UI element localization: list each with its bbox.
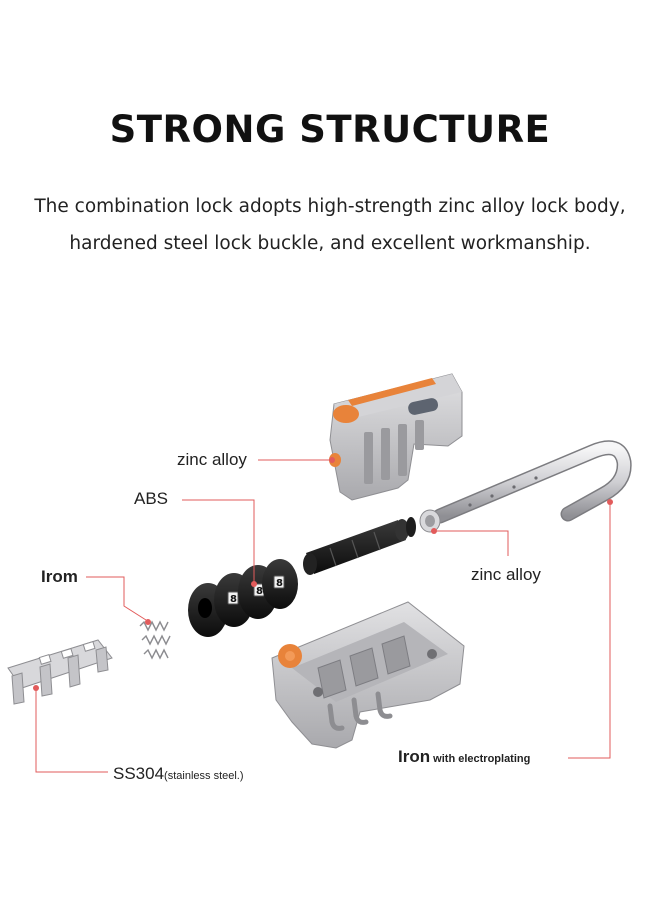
leader-shackle bbox=[568, 502, 611, 759]
label-shackle-collar: zinc alloy bbox=[471, 565, 541, 584]
steel-plate bbox=[7, 639, 113, 705]
label-spring: Irom bbox=[41, 567, 78, 586]
springs bbox=[139, 620, 171, 660]
description-line-2: hardened steel lock buckle, and excellen… bbox=[69, 233, 591, 254]
leader-plate bbox=[35, 688, 108, 773]
inner-sleeve bbox=[303, 517, 416, 575]
shackle bbox=[419, 440, 632, 533]
top-lock-body bbox=[329, 373, 463, 501]
label-shackle: Iron with electroplating bbox=[398, 747, 530, 767]
label-shackle-main: Iron bbox=[398, 747, 431, 766]
label-top-body: zinc alloy bbox=[177, 450, 247, 469]
page-title: STRONG STRUCTURE bbox=[109, 108, 551, 151]
description-line-1: The combination lock adopts high-strengt… bbox=[34, 196, 626, 217]
label-steel-plate-sub: (stainless steel.) bbox=[164, 770, 244, 782]
slider-button bbox=[408, 398, 439, 415]
label-shackle-sub: with electroplating bbox=[430, 753, 531, 765]
label-steel-plate: SS304(stainless steel.) bbox=[113, 764, 244, 784]
dial-digit: 8 bbox=[256, 586, 263, 597]
combination-dials: 8 8 8 8 bbox=[188, 559, 298, 637]
leader-collar bbox=[434, 530, 509, 556]
leader-lines bbox=[33, 457, 613, 773]
dial-digit: 8 bbox=[230, 594, 237, 605]
leader-spring bbox=[86, 576, 147, 621]
dial-digit: 8 bbox=[276, 578, 283, 589]
bottom-lock-body bbox=[271, 601, 465, 749]
dial: 8 bbox=[262, 559, 298, 609]
leader-dials bbox=[182, 499, 255, 582]
label-dials: ABS bbox=[134, 489, 169, 508]
label-steel-plate-main: SS304 bbox=[113, 764, 165, 783]
orange-button bbox=[333, 405, 359, 423]
orange-stripe bbox=[348, 378, 436, 406]
